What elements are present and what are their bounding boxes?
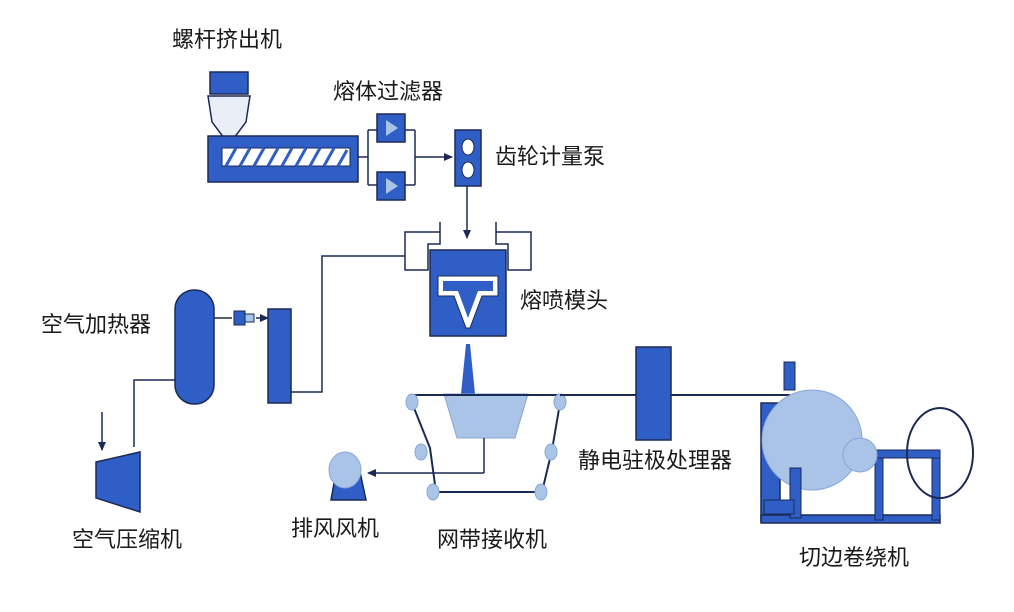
label-screw-extruder: 螺杆挤出机 (172, 28, 283, 53)
melt-filter-upper-element (386, 120, 398, 136)
electret-processor-unit (635, 346, 672, 441)
melt-filter (376, 113, 406, 201)
winder-roll (761, 389, 863, 491)
air-compressor-unit (95, 451, 141, 514)
label-meltblown-die: 熔喷模头 (520, 289, 609, 314)
label-air-heater: 空气加热器 (41, 313, 152, 338)
die-air-inlet-left (404, 222, 441, 271)
belt-roller-6 (534, 483, 548, 501)
melt-line (358, 129, 471, 239)
label-melt-filter: 熔体过滤器 (333, 80, 444, 105)
air-line (98, 255, 405, 451)
label-slitting-winder: 切边卷绕机 (799, 546, 910, 571)
mesh-belt-loop (411, 402, 561, 493)
exhaust-fan-unit (328, 451, 367, 501)
finished-roll-outline (906, 407, 974, 499)
pump-gear-upper (461, 138, 475, 156)
extruder-motor-box (209, 71, 249, 95)
extruder-screw-flights (224, 147, 349, 167)
pump-gear-lower (461, 161, 475, 179)
winder-base (760, 514, 941, 524)
slitting-winder-unit (760, 361, 974, 524)
belt-roller-3 (414, 443, 428, 461)
belt-roller-1 (405, 393, 419, 411)
label-air-compressor: 空气压缩机 (72, 528, 183, 553)
air-distributor-column (267, 308, 292, 404)
die-air-inlet-right (495, 222, 532, 271)
meltblown-die (404, 222, 532, 394)
air-valve (233, 310, 255, 326)
belt-roller-5 (426, 483, 440, 501)
belt-roller-2 (553, 393, 567, 411)
suction-box (443, 393, 529, 439)
screw-extruder (207, 71, 359, 183)
winder-arm (789, 467, 802, 519)
winder-frame-right (931, 449, 941, 521)
winder-guide (783, 361, 796, 391)
label-exhaust-fan: 排风风机 (291, 517, 380, 542)
winder-pressure-roll (842, 437, 878, 473)
gear-metering-pump (454, 129, 482, 187)
die-core (443, 281, 493, 318)
melt-filter-lower-element (386, 178, 398, 194)
label-electret-processor: 静电驻极处理器 (578, 449, 733, 474)
belt-roller-4 (544, 443, 558, 461)
mesh-belt-receiver (367, 393, 567, 501)
label-mesh-belt-receiver: 网带接收机 (437, 528, 548, 553)
extruder-hopper (207, 95, 251, 139)
winder-motor (763, 499, 795, 515)
air-heater-vessel (174, 289, 215, 405)
label-gear-metering-pump: 齿轮计量泵 (495, 145, 606, 170)
fiber-stream (461, 344, 475, 394)
